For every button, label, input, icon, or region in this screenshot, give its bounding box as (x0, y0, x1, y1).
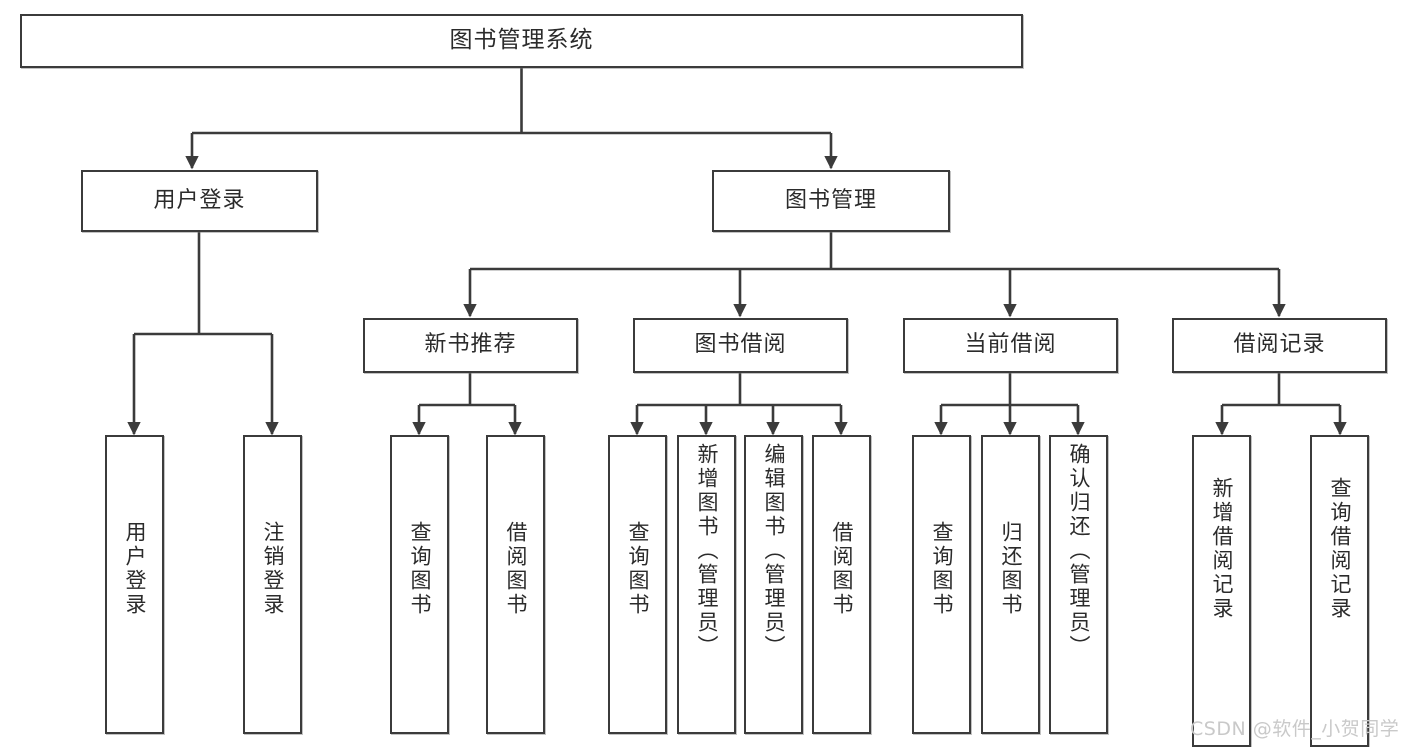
node-label: 借阅图书 (503, 521, 528, 617)
node-label: 确认归还（管理员） (1066, 443, 1091, 659)
csdn-watermark: CSDN @软件_小贺同学 (1190, 718, 1400, 740)
leaf-query-book-recommend[interactable]: 查询图书 (390, 435, 449, 734)
node-book-borrow[interactable]: 图书借阅 (633, 318, 848, 373)
node-book-management[interactable]: 图书管理 (712, 170, 950, 232)
leaf-return-book[interactable]: 归还图书 (981, 435, 1040, 734)
leaf-query-book-current[interactable]: 查询图书 (912, 435, 971, 734)
node-borrow-record[interactable]: 借阅记录 (1172, 318, 1387, 373)
node-label: 图书借阅 (694, 332, 787, 358)
node-label: 图书管理 (784, 187, 877, 213)
leaf-user-login[interactable]: 用户登录 (105, 435, 164, 734)
node-label: 新增借阅记录 (1209, 477, 1234, 621)
node-label: 新书推荐 (424, 332, 517, 358)
node-label: 查询图书 (625, 521, 650, 617)
node-label: 借阅图书 (829, 521, 854, 617)
node-label: 图书管理系统 (449, 27, 594, 54)
leaf-add-borrow-record[interactable]: 新增借阅记录 (1192, 435, 1251, 747)
node-label: 当前借阅 (964, 332, 1057, 358)
node-label: 归还图书 (998, 521, 1023, 617)
node-label: 借阅记录 (1233, 332, 1326, 358)
leaf-query-borrow-record[interactable]: 查询借阅记录 (1310, 435, 1369, 747)
leaf-borrow-book-recommend[interactable]: 借阅图书 (486, 435, 545, 734)
node-new-book-recommendation[interactable]: 新书推荐 (363, 318, 578, 373)
leaf-confirm-return-admin[interactable]: 确认归还（管理员） (1049, 435, 1108, 734)
node-label: 新增图书（管理员） (694, 443, 719, 659)
leaf-logout[interactable]: 注销登录 (243, 435, 302, 734)
node-label: 查询图书 (407, 521, 432, 617)
node-user-login[interactable]: 用户登录 (81, 170, 318, 232)
node-label: 注销登录 (260, 521, 285, 617)
leaf-borrow-book[interactable]: 借阅图书 (812, 435, 871, 734)
node-label: 用户登录 (122, 521, 147, 617)
node-label: 查询借阅记录 (1327, 477, 1352, 621)
node-label: 编辑图书（管理员） (761, 443, 786, 659)
leaf-add-book-admin[interactable]: 新增图书（管理员） (677, 435, 736, 734)
leaf-query-book-borrow[interactable]: 查询图书 (608, 435, 667, 734)
node-label: 用户登录 (153, 187, 246, 213)
node-root-book-management-system[interactable]: 图书管理系统 (20, 14, 1023, 68)
node-current-borrow[interactable]: 当前借阅 (903, 318, 1118, 373)
node-label: 查询图书 (929, 521, 954, 617)
leaf-edit-book-admin[interactable]: 编辑图书（管理员） (744, 435, 803, 734)
